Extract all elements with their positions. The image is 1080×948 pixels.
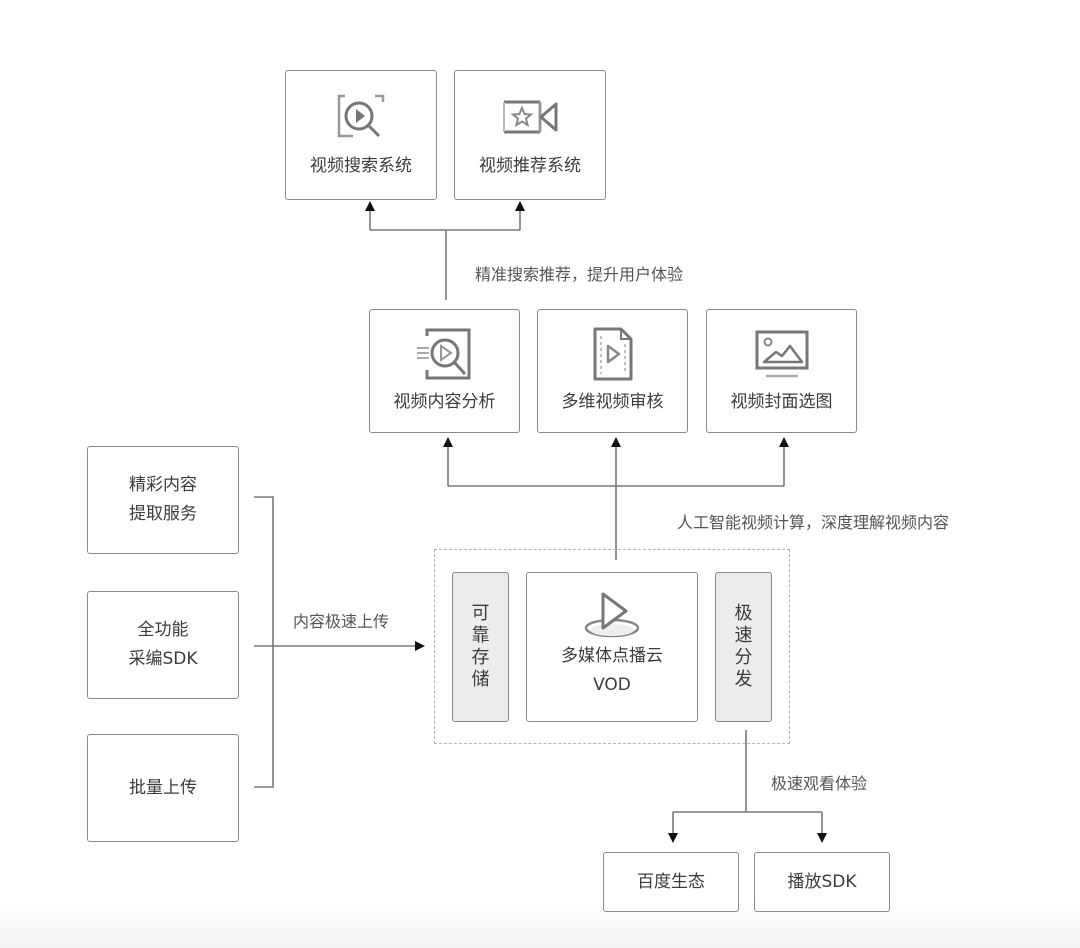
video-audit-label: 多维视频审核 — [561, 391, 664, 412]
distribution-label: 极速分发 — [734, 603, 753, 690]
distribution-box: 极速分发 — [715, 572, 772, 722]
player-sdk-label: 播放SDK — [787, 871, 857, 892]
video-audit-box: 多维视频审核 — [537, 309, 688, 433]
upload-caption: 内容极速上传 — [293, 612, 390, 631]
source-label-line: 提取服务 — [129, 504, 197, 524]
video-analysis-box: 视频内容分析 — [369, 309, 520, 433]
source-label-line: 精彩内容 — [129, 475, 197, 495]
source-batch-upload-box: 批量上传 — [87, 734, 239, 842]
vod-main-label: 多媒体点播云 — [561, 646, 663, 666]
video-search-system-label: 视频搜索系统 — [310, 155, 412, 176]
source-label-line: 全功能 — [137, 620, 189, 640]
source-highlight-extraction-box: 精彩内容 提取服务 — [87, 446, 239, 554]
vod-group — [434, 549, 790, 744]
video-analysis-icon — [416, 328, 470, 379]
video-recommend-system-box: 视频推荐系统 — [454, 70, 606, 200]
video-search-icon — [337, 94, 385, 137]
player-sdk-box: 播放SDK — [754, 852, 890, 912]
viewing-caption: 极速观看体验 — [771, 774, 868, 793]
source-label-line: 批量上传 — [129, 777, 197, 798]
video-cover-label: 视频封面选图 — [730, 391, 833, 412]
ai-caption: 人工智能视频计算，深度理解视频内容 — [677, 513, 950, 532]
storage-box: 可靠存储 — [452, 572, 509, 722]
video-camera-star-icon — [503, 100, 558, 133]
image-picture-icon — [755, 330, 808, 377]
video-cover-box: 视频封面选图 — [706, 309, 857, 433]
video-recommend-system-label: 视频推荐系统 — [479, 155, 581, 176]
top-caption: 精准搜索推荐，提升用户体验 — [475, 265, 684, 284]
vod-main-box: 多媒体点播云 VOD — [526, 572, 698, 722]
baidu-ecosystem-label: 百度生态 — [637, 871, 705, 892]
vod-main-label-sub: VOD — [593, 675, 631, 695]
baidu-ecosystem-box: 百度生态 — [603, 852, 739, 912]
source-sdk-box: 全功能 采编SDK — [87, 591, 239, 699]
storage-label: 可靠存储 — [471, 603, 490, 690]
source-label-line: 采编SDK — [128, 649, 198, 669]
video-analysis-label: 视频内容分析 — [393, 391, 496, 412]
play-platform-icon — [584, 592, 640, 638]
video-file-icon — [593, 327, 632, 380]
video-search-system-box: 视频搜索系统 — [285, 70, 437, 200]
connector-sources-bracket — [254, 496, 274, 788]
